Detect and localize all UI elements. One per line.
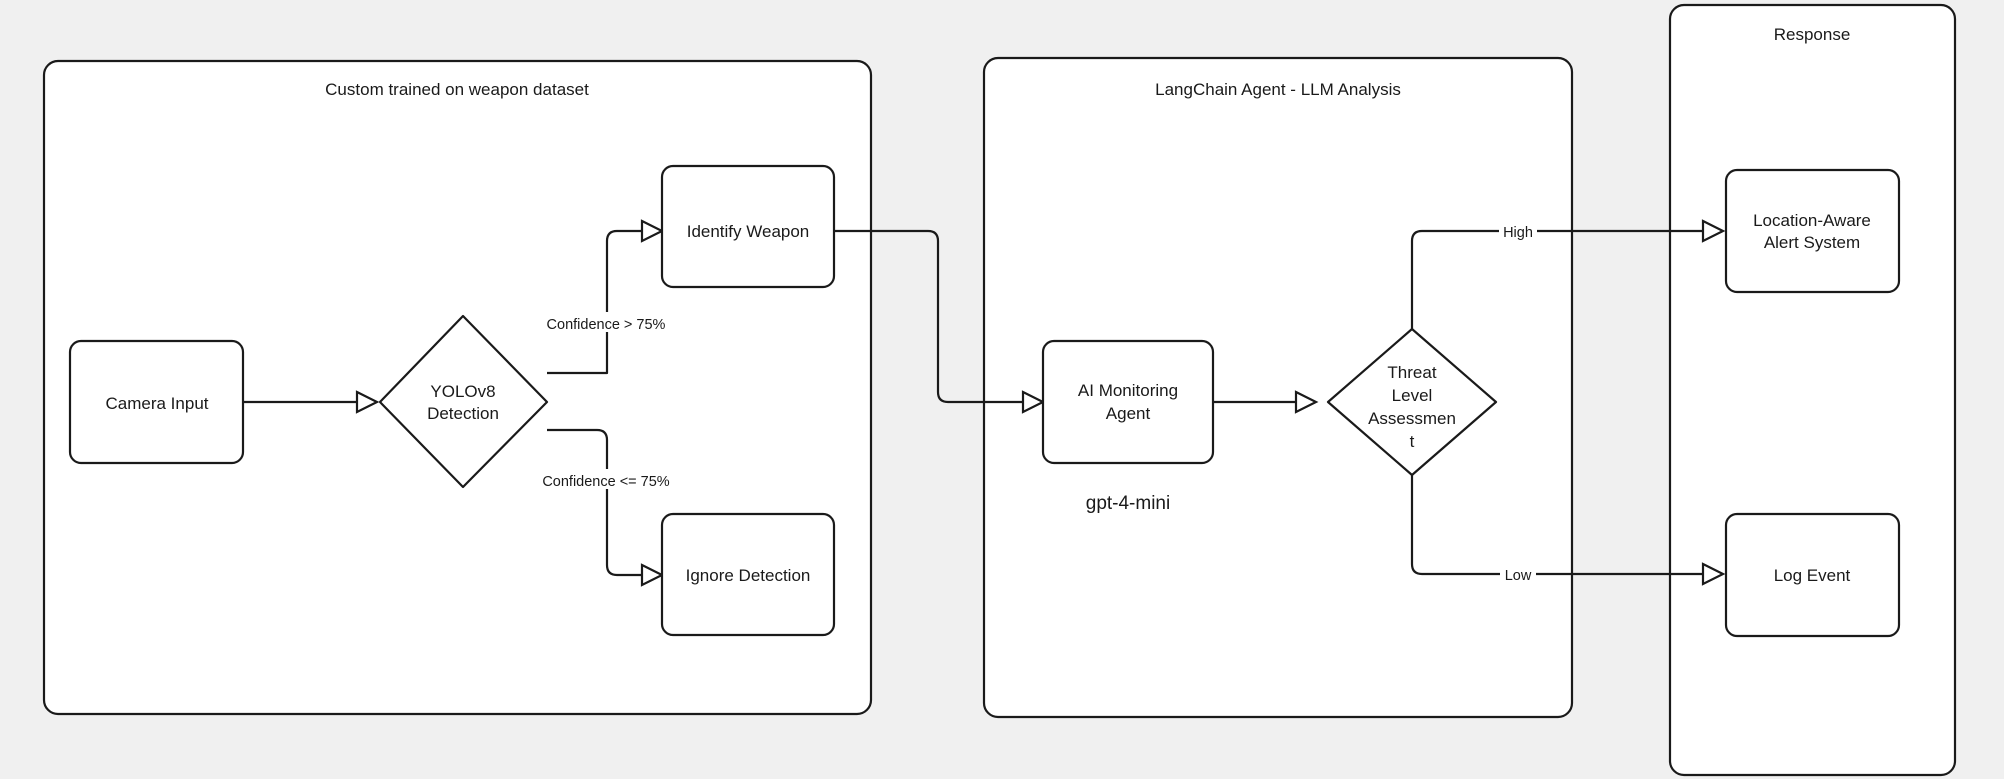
- edge-label-backdrop: [1500, 564, 1536, 584]
- group-response-title: Response: [1774, 25, 1851, 44]
- node-location-aware-alert-system-rect[interactable]: [1724, 168, 1901, 294]
- node-identify-weapon-label: Identify Weapon: [687, 222, 810, 241]
- node-yolov8-detection-label-line1: YOLOv8: [430, 382, 495, 401]
- arrowhead: [1701, 219, 1726, 243]
- node-ai-monitoring-agent-label-line1: AI Monitoring: [1078, 381, 1178, 400]
- arrowhead: [1701, 562, 1726, 586]
- node-log-event[interactable]: Log Event: [1724, 512, 1901, 638]
- edge-line: [547, 229, 642, 375]
- node-yolov8-detection[interactable]: YOLOv8 Detection: [378, 314, 549, 489]
- group-response[interactable]: Response: [1668, 3, 1957, 777]
- group-response-rect[interactable]: [1668, 3, 1957, 777]
- node-ai-monitoring-agent-label-line2: Agent: [1106, 404, 1151, 423]
- node-camera-input[interactable]: Camera Input: [68, 339, 245, 465]
- edge-yolov8-detection-to-ignore-detection: Confidence <= 75%: [536, 428, 677, 587]
- node-location-aware-alert-system[interactable]: Location-Aware Alert System: [1724, 168, 1901, 294]
- edge-ai-monitoring-agent-to-threat-level-assessment: [1213, 390, 1319, 414]
- node-location-aware-alert-system-label-line2: Alert System: [1764, 233, 1860, 252]
- node-ignore-detection-rect[interactable]: [660, 512, 836, 637]
- edge-line: [547, 428, 642, 577]
- node-camera-input-rect[interactable]: [68, 339, 245, 465]
- node-ignore-detection[interactable]: Ignore Detection: [660, 512, 836, 637]
- node-yolov8-detection-diamond[interactable]: [378, 314, 549, 489]
- edge-line: [1410, 229, 1703, 329]
- group-langchain-title: LangChain Agent - LLM Analysis: [1155, 80, 1401, 99]
- group-langchain-agent-llm-analysis[interactable]: LangChain Agent - LLM Analysis: [982, 56, 1574, 719]
- edge-line: [1410, 475, 1703, 576]
- edge-threat-level-assessment-to-location-aware-alert-system: High: [1410, 219, 1726, 329]
- node-log-event-rect[interactable]: [1724, 512, 1901, 638]
- node-location-aware-alert-system-label-line1: Location-Aware: [1753, 211, 1871, 230]
- edge-threat-level-assessment-to-log-event: Low: [1410, 475, 1726, 586]
- node-threat-level-assessment-label-line2: Level: [1392, 386, 1433, 405]
- edge-label-low: Low: [1505, 568, 1532, 584]
- arrowhead: [355, 390, 380, 414]
- group-vision-title: Custom trained on weapon dataset: [325, 80, 589, 99]
- arrowhead: [640, 563, 665, 587]
- arrowhead: [640, 219, 665, 243]
- annotation-model-name: gpt-4-mini: [1086, 493, 1170, 514]
- arrowhead: [1294, 390, 1319, 414]
- node-threat-level-assessment-diamond[interactable]: [1326, 327, 1498, 477]
- node-camera-input-label: Camera Input: [106, 394, 209, 413]
- node-threat-level-assessment-label-line4: t: [1410, 432, 1415, 451]
- node-yolov8-detection-label-line2: Detection: [427, 404, 499, 423]
- node-threat-level-assessment-label-line1: Threat: [1387, 363, 1436, 382]
- edge-label-confidence-high: Confidence > 75%: [547, 317, 666, 333]
- edge-line: [834, 229, 1023, 404]
- node-ai-monitoring-agent-rect[interactable]: [1041, 339, 1215, 465]
- node-ai-monitoring-agent[interactable]: AI Monitoring Agent: [1041, 339, 1215, 465]
- node-log-event-label: Log Event: [1774, 566, 1851, 585]
- edge-label-backdrop: [536, 469, 677, 489]
- node-identify-weapon[interactable]: Identify Weapon: [660, 164, 836, 289]
- edge-identify-weapon-to-ai-monitoring-agent: [834, 229, 1046, 414]
- group-langchain-rect[interactable]: [982, 56, 1574, 719]
- edge-label-backdrop: [537, 312, 672, 332]
- node-identify-weapon-rect[interactable]: [660, 164, 836, 289]
- node-ignore-detection-label: Ignore Detection: [686, 566, 811, 585]
- edge-yolov8-detection-to-identify-weapon: Confidence > 75%: [537, 219, 672, 375]
- node-threat-level-assessment[interactable]: Threat Level Assessmen t: [1326, 327, 1498, 477]
- node-threat-level-assessment-label-line3: Assessmen: [1368, 409, 1456, 428]
- arrowhead: [1021, 390, 1046, 414]
- edge-label-backdrop: [1499, 221, 1537, 241]
- edge-camera-input-to-yolov8-detection: [243, 390, 380, 414]
- edge-label-confidence-low: Confidence <= 75%: [542, 474, 669, 490]
- edge-label-high: High: [1503, 225, 1533, 241]
